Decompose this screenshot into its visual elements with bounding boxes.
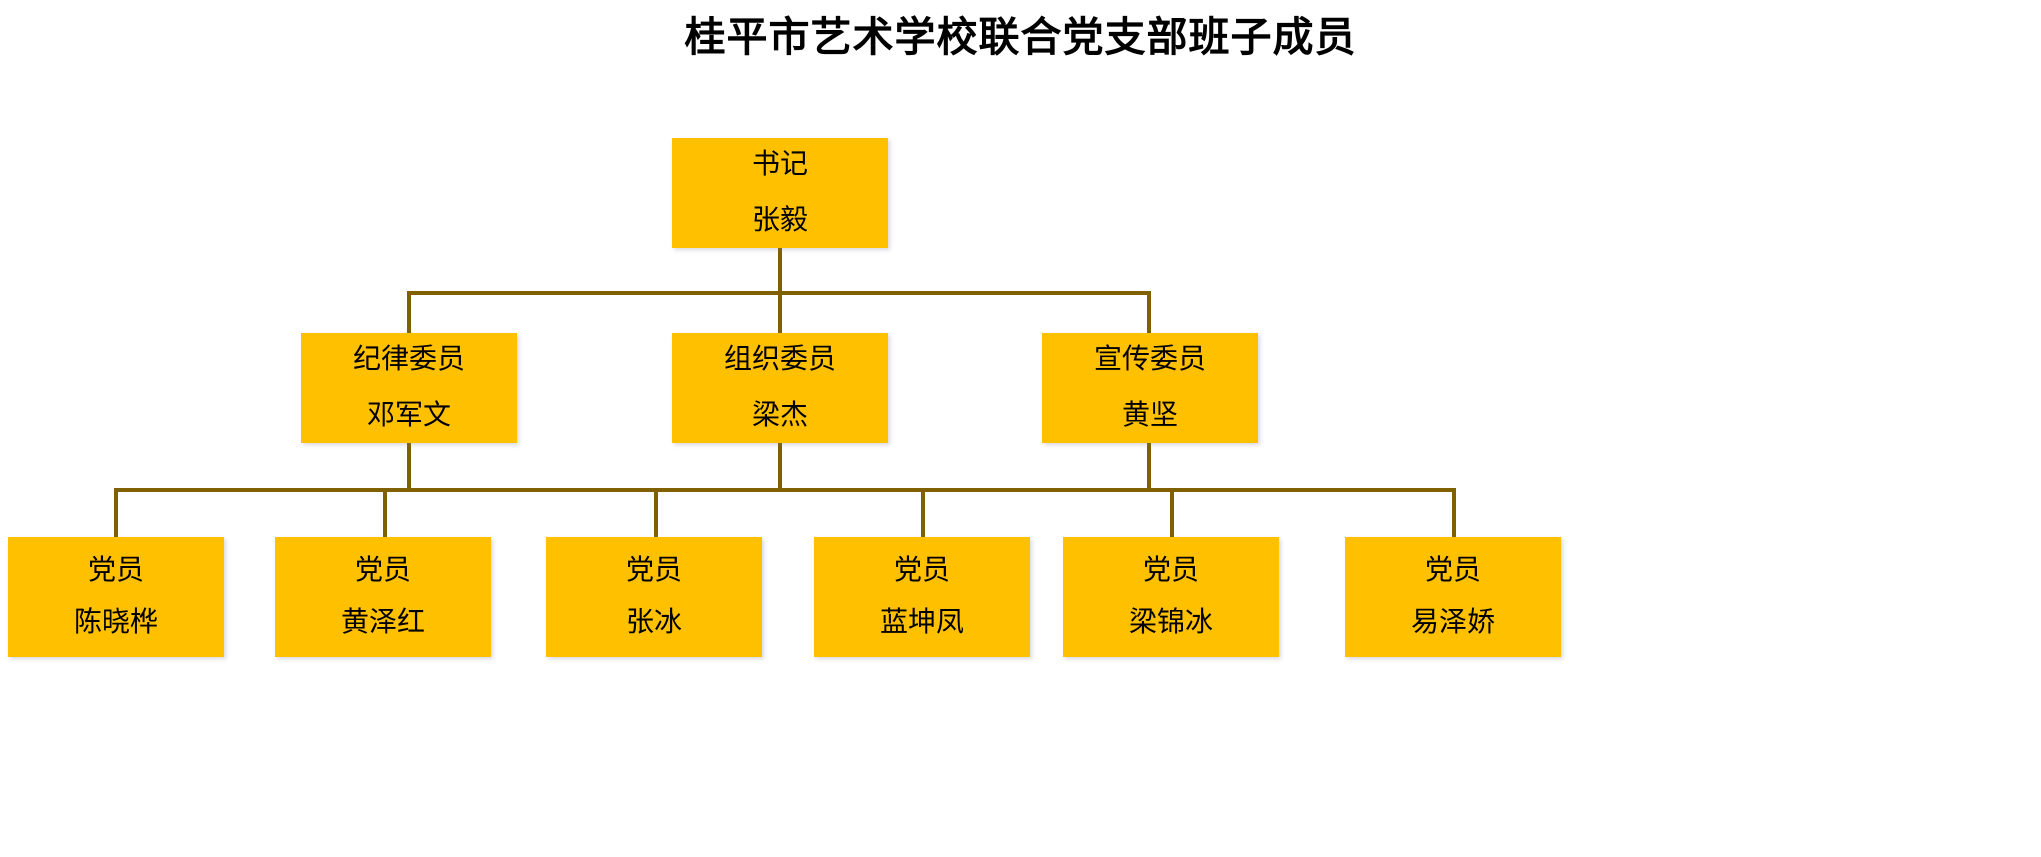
node-role: 党员 xyxy=(1424,555,1481,586)
node-person: 张毅 xyxy=(751,205,808,236)
node-role: 党员 xyxy=(87,555,144,586)
connector-drop-level2-1 xyxy=(778,291,782,335)
connector-level3-bus xyxy=(114,488,1455,492)
connector-riser-level2-0 xyxy=(407,441,411,491)
node-party-member-2[interactable]: 党员 黄泽红 xyxy=(275,537,491,657)
node-person: 蓝坤凤 xyxy=(879,607,964,638)
node-person: 黄坚 xyxy=(1121,400,1178,431)
connector-drop-level2-0 xyxy=(407,291,411,335)
connector-drop-level3-4 xyxy=(1170,488,1174,539)
node-person: 梁杰 xyxy=(751,400,808,431)
node-person: 易泽娇 xyxy=(1410,607,1495,638)
node-role: 宣传委员 xyxy=(1093,344,1206,375)
node-organization-officer[interactable]: 组织委员 梁杰 xyxy=(672,333,888,443)
node-party-member-6[interactable]: 党员 易泽娇 xyxy=(1345,537,1561,657)
node-party-member-1[interactable]: 党员 陈晓桦 xyxy=(8,537,224,657)
connector-drop-level3-0 xyxy=(114,488,118,539)
node-role: 党员 xyxy=(1142,555,1199,586)
node-role: 书记 xyxy=(751,149,808,180)
node-role: 组织委员 xyxy=(723,344,836,375)
node-secretary[interactable]: 书记 张毅 xyxy=(672,138,888,248)
connector-riser-level2-2 xyxy=(1147,441,1151,491)
node-propaganda-officer[interactable]: 宣传委员 黄坚 xyxy=(1042,333,1258,443)
node-person: 陈晓桦 xyxy=(73,607,158,638)
node-party-member-3[interactable]: 党员 张冰 xyxy=(546,537,762,657)
connector-drop-level3-1 xyxy=(383,488,387,539)
node-person: 邓军文 xyxy=(366,400,451,431)
node-party-member-5[interactable]: 党员 梁锦冰 xyxy=(1063,537,1279,657)
node-role: 党员 xyxy=(354,555,411,586)
page-title: 桂平市艺术学校联合党支部班子成员 xyxy=(684,13,1357,61)
connector-riser-level2-1 xyxy=(778,441,782,491)
connector-drop-level3-2 xyxy=(654,488,658,539)
node-role: 纪律委员 xyxy=(352,344,465,375)
node-person: 梁锦冰 xyxy=(1128,607,1213,638)
node-person: 张冰 xyxy=(625,607,682,638)
node-role: 党员 xyxy=(893,555,950,586)
connector-drop-level2-2 xyxy=(1147,291,1151,335)
node-person: 黄泽红 xyxy=(340,607,425,638)
connector-drop-level3-3 xyxy=(921,488,925,539)
node-role: 党员 xyxy=(625,555,682,586)
node-discipline-officer[interactable]: 纪律委员 邓军文 xyxy=(301,333,517,443)
node-party-member-4[interactable]: 党员 蓝坤凤 xyxy=(814,537,1030,657)
connector-root-stem xyxy=(778,247,782,294)
connector-drop-level3-5 xyxy=(1452,488,1456,539)
